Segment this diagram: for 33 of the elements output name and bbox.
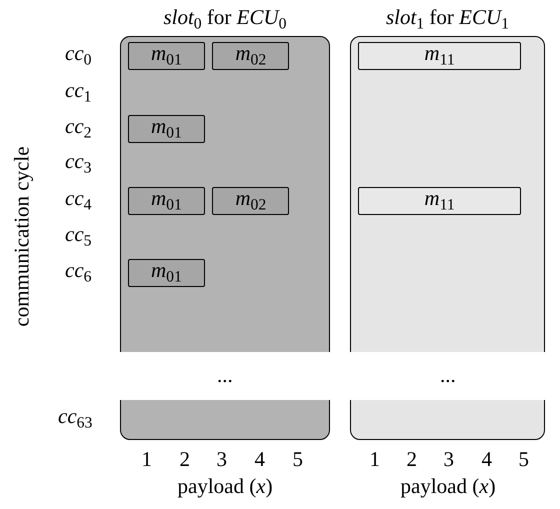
tick-label: 4	[254, 448, 265, 470]
message-box: m$_{02}$	[212, 187, 290, 215]
message-box: m$_{01}$	[128, 115, 205, 143]
cycle-label: cc$_{3}$	[65, 150, 92, 176]
tick-label: 4	[482, 448, 492, 470]
tick-label: 3	[444, 448, 454, 470]
message-box: m$_{02}$	[212, 42, 290, 70]
cycle-label: cc$_{6}$	[65, 260, 92, 285]
tick-label: 3	[216, 448, 227, 470]
cycle-label: cc$_{5}$	[65, 224, 92, 249]
tick-label: 2	[180, 448, 190, 470]
slot-heading: slot$_{1}$ for ECU$_{1}$	[384, 7, 510, 32]
cycle-label: cc$_{1}$	[65, 80, 92, 105]
message-box: m$_{11}$	[358, 187, 522, 215]
message-box: m$_{11}$	[358, 42, 522, 70]
axis-title: payload (x)	[400, 476, 496, 496]
tick-label: 1	[370, 448, 380, 470]
axis-title: payload (x)	[178, 476, 273, 496]
message-box: m$_{01}$	[128, 259, 205, 287]
axis-title: communication cycle	[12, 146, 33, 326]
slot-heading: slot$_{0}$ for ECU$_{0}$	[162, 7, 288, 32]
tick-label: 2	[406, 448, 417, 470]
message-box: m$_{01}$	[128, 42, 205, 70]
ellipsis: ...	[440, 364, 456, 386]
cycle-label: cc$_{63}$	[58, 406, 92, 431]
cycle-label: cc$_{2}$	[65, 116, 92, 141]
cycle-label: cc$_{0}$	[65, 42, 92, 68]
tick-label: 1	[142, 448, 152, 470]
ellipsis: ...	[217, 364, 233, 386]
tick-label: 5	[518, 448, 529, 470]
cycle-label: cc$_{4}$	[65, 188, 92, 213]
tick-label: 5	[292, 448, 303, 470]
message-box: m$_{01}$	[128, 187, 205, 215]
